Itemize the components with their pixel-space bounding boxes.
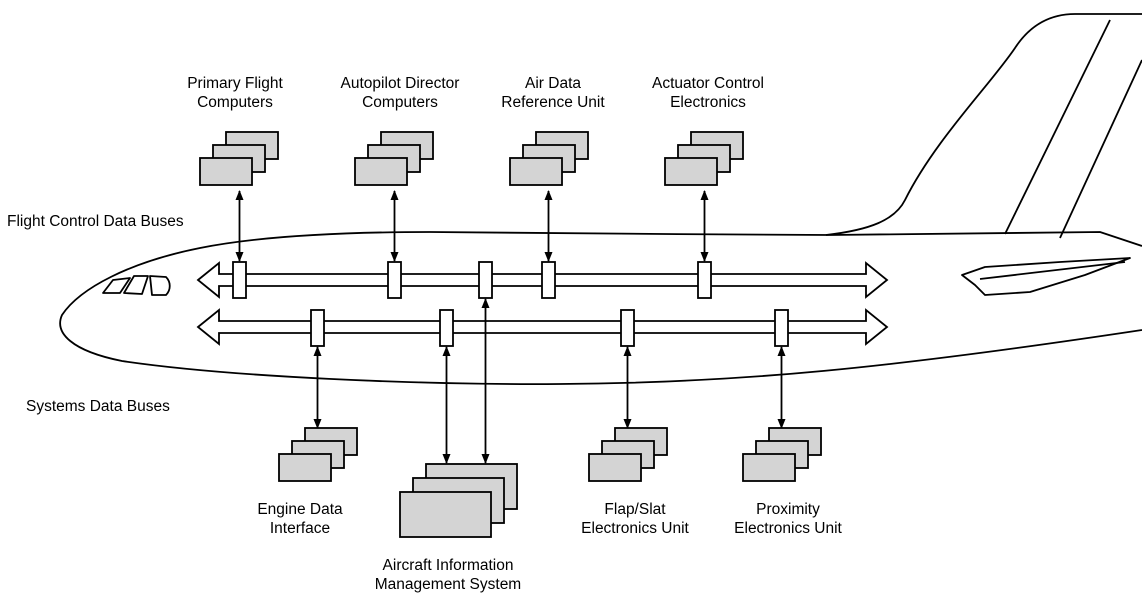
proximity-electronics-unit-label: Proximity Electronics Unit	[734, 501, 842, 537]
air-data-reference-unit-box	[509, 131, 589, 186]
horizontal-stabilizer	[961, 257, 1131, 296]
autopilot-director-computers-box	[354, 131, 434, 186]
bus-taps	[232, 261, 789, 347]
flap-slat-electronics-unit-label: Flap/Slat Electronics Unit	[581, 501, 689, 537]
flap-slat-electronics-unit-box	[588, 427, 668, 482]
fc-bus-tap-air-data	[541, 261, 556, 299]
actuator-control-electronics-box	[664, 131, 744, 186]
systems-data-buses-label: Systems Data Buses	[26, 398, 170, 415]
proximity-electronics-unit-box	[742, 427, 822, 482]
autopilot-director-computers-label: Autopilot Director Computers	[340, 75, 460, 111]
systems-data-bus	[196, 308, 889, 346]
fc-bus-tap-autopilot	[387, 261, 402, 299]
primary-flight-computers-box	[199, 131, 279, 186]
aircraft-information-management-system-box	[399, 463, 518, 538]
tail-fin-line	[1004, 19, 1111, 235]
aircraft-outline	[59, 13, 1142, 385]
unit-stacks	[199, 131, 822, 538]
cockpit-window	[149, 275, 171, 296]
sys-bus-tap-aims	[439, 309, 454, 347]
cockpit-window	[102, 277, 131, 294]
vertical-tail	[825, 13, 1142, 236]
engine-data-interface-box	[278, 427, 358, 482]
air-data-reference-unit-label: Air Data Reference Unit	[501, 75, 605, 111]
aircraft-information-management-system-label: Aircraft Information Management System	[374, 557, 522, 593]
cockpit-window	[123, 275, 149, 295]
sys-bus-tap-proximity	[774, 309, 789, 347]
engine-data-interface-label: Engine Data Interface	[257, 501, 343, 537]
sys-bus-tap-flap-slat	[620, 309, 635, 347]
sys-bus-tap-engine-data	[310, 309, 325, 347]
fc-bus-tap-actuator	[697, 261, 712, 299]
fuselage	[59, 231, 1142, 385]
stabilizer-line	[979, 261, 1126, 280]
fc-bus-tap-primary-flight	[232, 261, 247, 299]
actuator-control-electronics-label: Actuator Control Electronics	[652, 75, 764, 111]
tail-fin-line	[1059, 59, 1142, 239]
fc-bus-tap-aims	[478, 261, 493, 299]
connectors	[235, 190, 786, 464]
flight-control-data-buses-label: Flight Control Data Buses	[7, 213, 184, 230]
primary-flight-computers-label: Primary Flight Computers	[187, 75, 283, 111]
